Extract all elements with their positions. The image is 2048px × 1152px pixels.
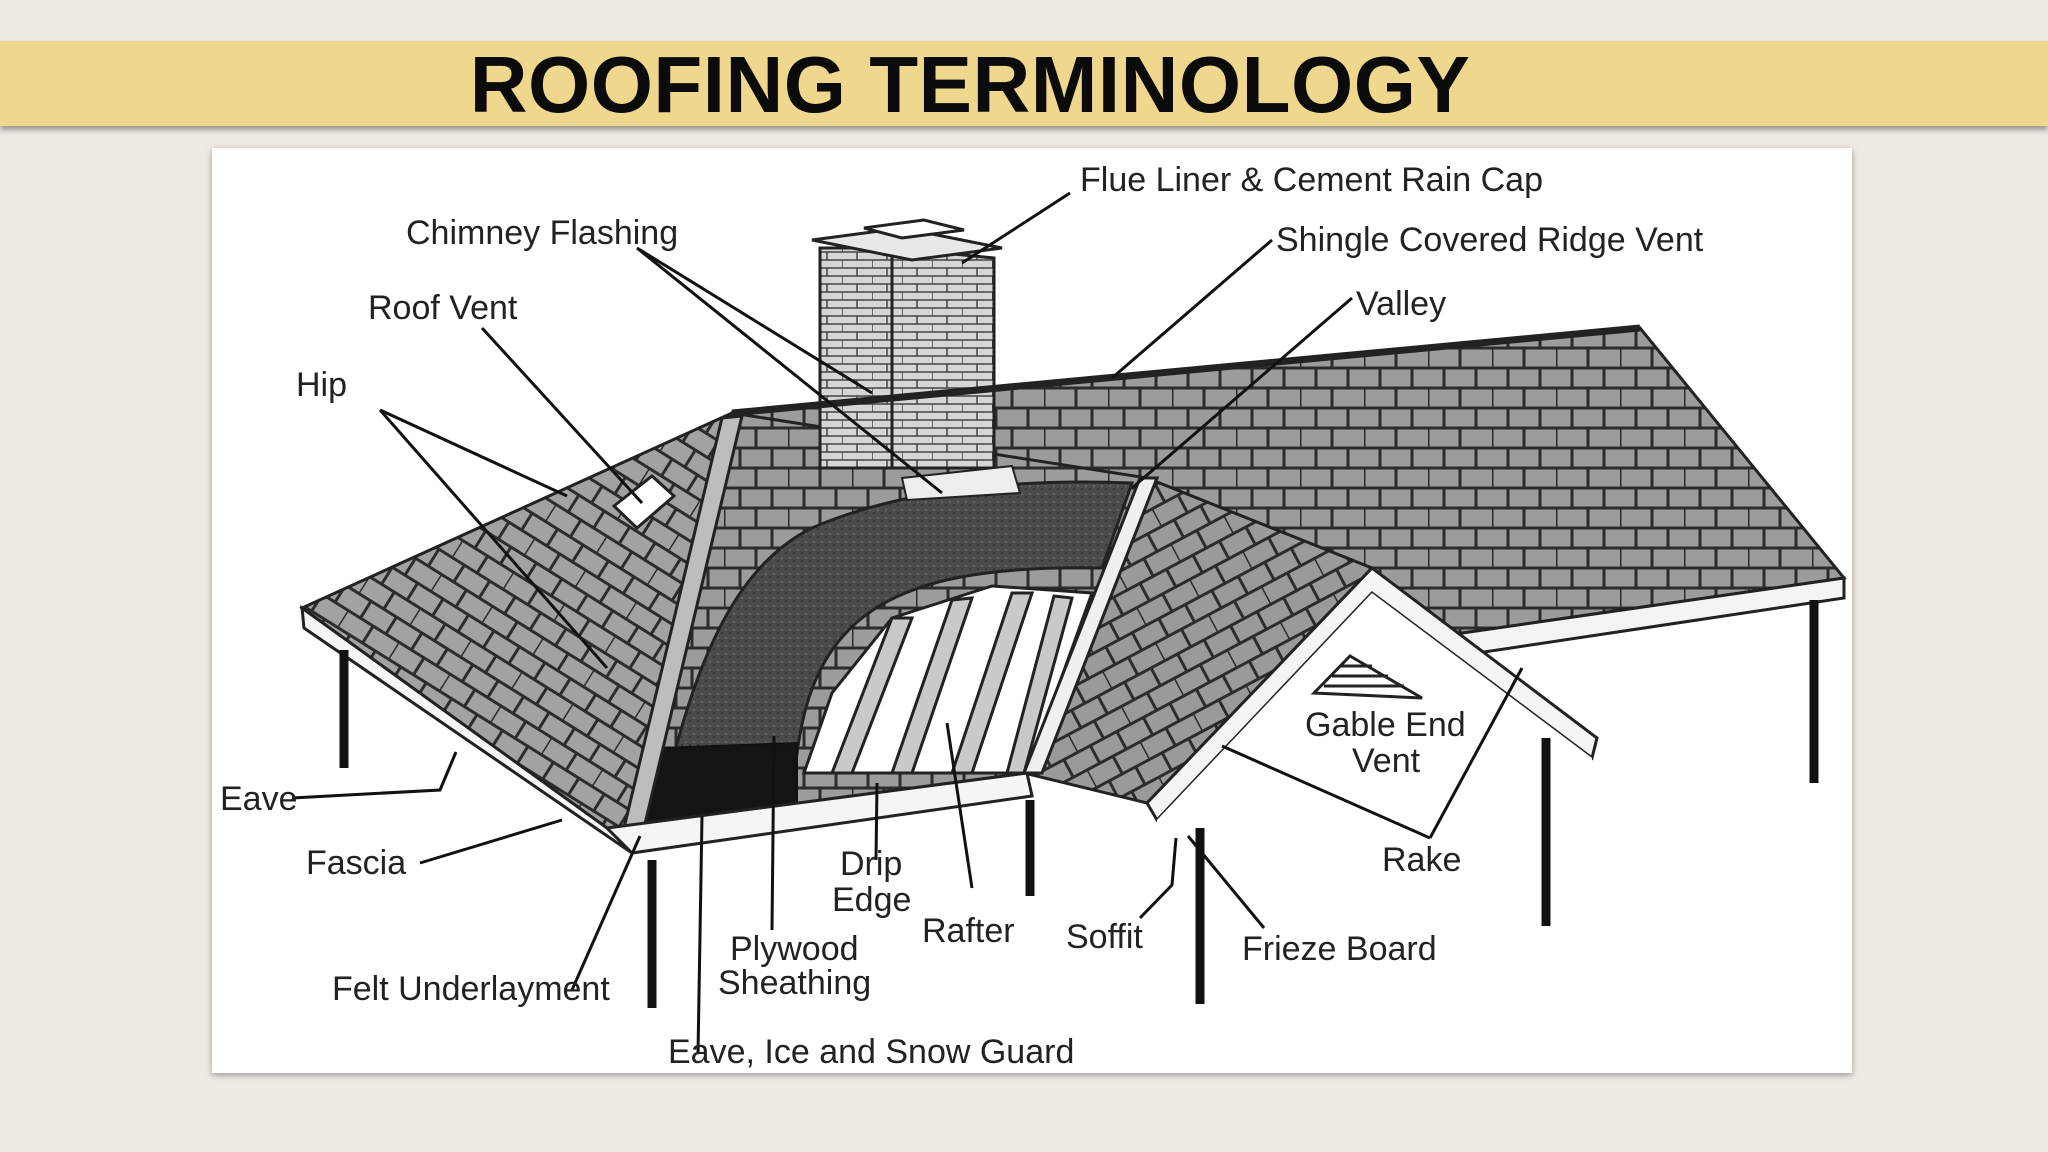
label-roof-vent: Roof Vent [368,289,518,327]
rafters [829,591,1074,775]
roof-illustration: Flue Liner & Cement Rain Cap Chimney Fla… [220,161,1847,1073]
label-gable-end-vent-2: Vent [1352,742,1421,780]
chimney-flashing-shape [900,464,1022,502]
label-eave-ice-snow-guard: Eave, Ice and Snow Guard [668,1033,1074,1071]
label-gable-end-vent-1: Gable End [1305,706,1466,744]
label-chimney-flashing: Chimney Flashing [406,214,678,252]
label-rake: Rake [1382,841,1461,879]
leader-lines [291,191,1524,1055]
chimney-front [818,246,894,470]
label-drip-edge-1: Drip [840,845,902,883]
label-plywood-2: Sheathing [718,964,871,1002]
label-eave: Eave [220,780,298,818]
wall-posts [339,600,1819,1008]
label-frieze-board: Frieze Board [1242,930,1437,968]
label-soffit: Soffit [1066,918,1143,956]
label-rafter: Rafter [922,912,1015,950]
label-hip: Hip [296,366,347,404]
felt-underlayment-band [658,480,1135,815]
label-felt-underlayment: Felt Underlayment [332,970,610,1008]
front-fascia [603,771,1034,855]
chimney-side [890,246,996,470]
title-bar: ROOFING TERMINOLOGY [0,40,2048,129]
label-plywood-1: Plywood [730,930,859,968]
flue-liner-shape [863,218,965,240]
valley-strip [1021,476,1160,775]
chimney-cap [811,226,1003,262]
label-drip-edge-2: Edge [832,881,911,919]
roof-diagram: Flue Liner & Cement Rain Cap Chimney Fla… [212,148,1852,1073]
label-flue-liner: Flue Liner & Cement Rain Cap [1080,161,1543,199]
label-shingle-ridge-vent: Shingle Covered Ridge Vent [1276,221,1704,259]
roof-vent-shape [611,474,677,531]
ridge-vent-line [731,324,1641,417]
page-title: ROOFING TERMINOLOGY [469,40,1471,129]
label-fascia: Fascia [306,844,406,882]
gable-vent-slats [1324,664,1404,688]
gable-wall [1157,593,1592,1073]
label-valley: Valley [1356,285,1446,323]
